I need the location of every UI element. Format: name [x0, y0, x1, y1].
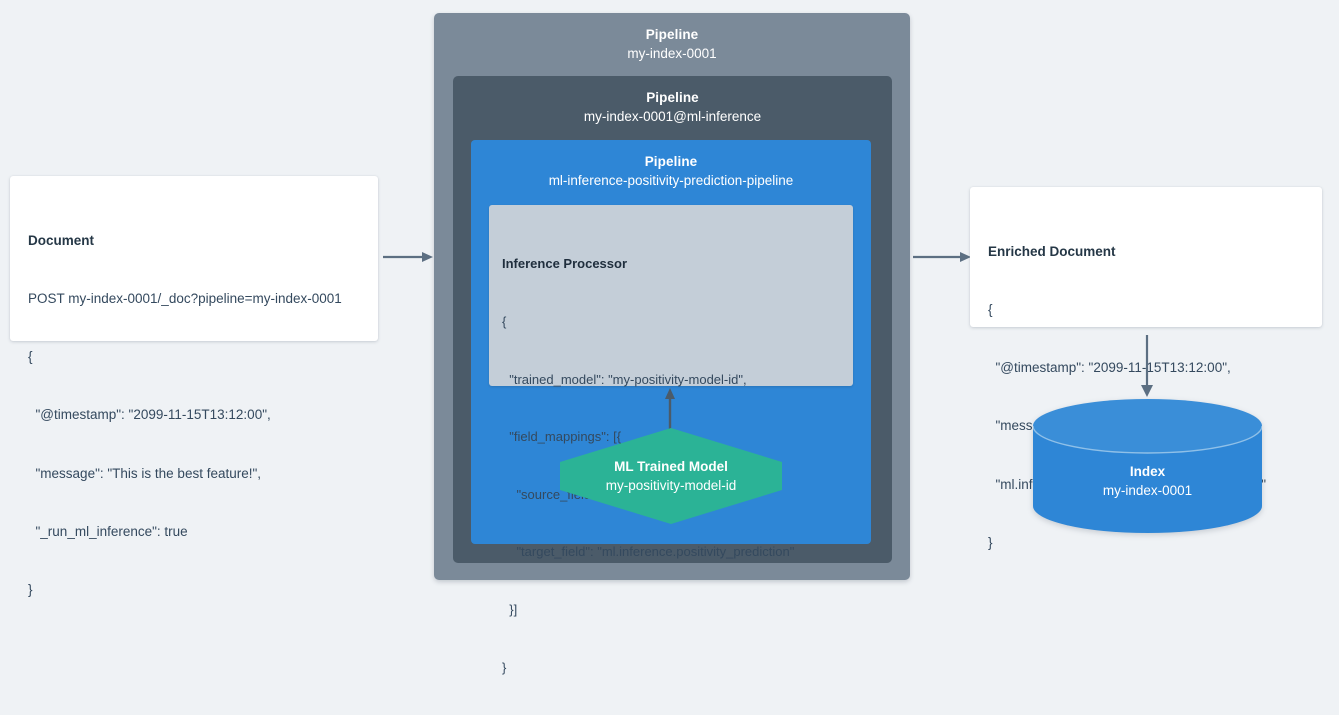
pipeline-outer-label: Pipeline: [645, 27, 699, 42]
ml-trained-model-node: ML Trained Model my-positivity-model-id: [560, 428, 782, 524]
document-line-2: "@timestamp": "2099-11-15T13:12:00",: [28, 407, 271, 423]
inference-processor-title: Inference Processor: [502, 256, 628, 272]
pipeline-middle-label: Pipeline: [646, 90, 699, 105]
index-cylinder-node: Index my-index-0001: [1033, 399, 1262, 533]
document-line-5: }: [28, 582, 33, 598]
inference-processor-line-5: }]: [502, 602, 518, 618]
pipeline-outer-header: Pipeline my-index-0001: [434, 13, 910, 63]
pipeline-inner-header: Pipeline ml-inference-positivity-predict…: [471, 140, 871, 190]
pipeline-inner-label: Pipeline: [644, 154, 698, 169]
pipeline-outer-name: my-index-0001: [627, 46, 717, 61]
arrow-document-to-pipeline-icon: [383, 247, 433, 267]
arrow-pipeline-to-enriched-document-icon: [913, 247, 971, 267]
pipeline-middle-ml-inference: Pipeline my-index-0001@ml-inference Pipe…: [453, 76, 892, 675]
inference-processor-line-2: "field_mappings": [{: [502, 429, 622, 445]
inference-processor-line-4: "target_field": "ml.inference.positivity…: [502, 544, 795, 560]
pipeline-middle-header: Pipeline my-index-0001@ml-inference: [453, 76, 892, 126]
document-line-0: POST my-index-0001/_doc?pipeline=my-inde…: [28, 291, 342, 307]
enriched-line-4: }: [988, 534, 993, 550]
document-card: Document POST my-index-0001/_doc?pipelin…: [10, 176, 378, 597]
enriched-document-card: Enriched Document { "@timestamp": "2099-…: [970, 187, 1322, 550]
enriched-document-title: Enriched Document: [988, 243, 1116, 259]
document-line-3: "message": "This is the best feature!",: [28, 465, 262, 481]
pipeline-inner-positivity-prediction: Pipeline ml-inference-positivity-predict…: [471, 140, 871, 675]
inference-processor-line-6: }: [502, 659, 507, 675]
document-line-4: "_run_ml_inference": true: [28, 523, 188, 539]
arrow-model-to-processor-icon: [662, 388, 678, 432]
inference-processor-line-1: "trained_model": "my-positivity-model-id…: [502, 371, 747, 387]
inference-processor-line-0: {: [502, 314, 507, 330]
document-line-1: {: [28, 349, 33, 365]
enriched-line-0: {: [988, 302, 993, 318]
pipeline-inner-name: ml-inference-positivity-prediction-pipel…: [548, 173, 794, 188]
pipeline-middle-name: my-index-0001@ml-inference: [583, 109, 762, 124]
document-card-title: Document: [28, 232, 95, 248]
enriched-line-1: "@timestamp": "2099-11-15T13:12:00",: [988, 360, 1231, 376]
arrow-enriched-document-to-index-icon: [1139, 335, 1155, 397]
inference-processor-card: Inference Processor { "trained_model": "…: [489, 205, 853, 675]
